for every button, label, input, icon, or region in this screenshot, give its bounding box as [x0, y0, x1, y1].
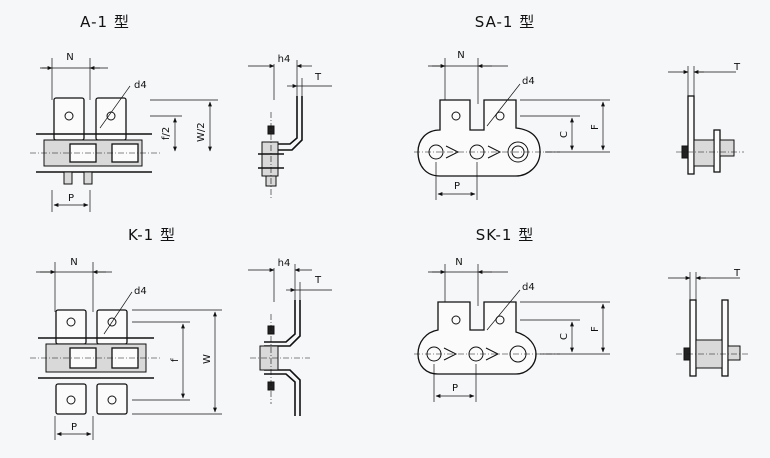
a1-label-n: N: [66, 52, 73, 63]
sk1-label-t: T: [733, 268, 741, 279]
k1-label-w: W: [202, 354, 213, 364]
a1-side-view: h4 T: [248, 54, 332, 200]
a1-label-f2: f/2: [161, 127, 172, 140]
sk1-front-view: N d4 C F P: [414, 257, 610, 402]
a1-label-p: P: [68, 193, 74, 204]
sa1-front-view: N d4 C F P: [414, 50, 610, 200]
k1-label-t: T: [314, 275, 322, 286]
k1-front-view: N d4 f W P: [30, 257, 222, 440]
a1-label-d4: d4: [134, 80, 147, 91]
k1-label-p: P: [71, 422, 77, 433]
sa1-label-c: C: [559, 131, 570, 138]
k1-side-view: h4 T: [248, 258, 332, 416]
title-k1: K-1 型: [128, 226, 176, 244]
k1-label-f: f: [170, 358, 181, 362]
sk1-label-p: P: [452, 383, 458, 394]
sk1-label-d4: d4: [522, 282, 535, 293]
sk1-label-f: F: [590, 326, 601, 332]
a1-label-t: T: [314, 72, 322, 83]
sa1-label-f: F: [590, 124, 601, 130]
a1-label-w2: W/2: [196, 122, 207, 142]
sa1-label-t: T: [733, 62, 741, 73]
k1-label-h4: h4: [278, 258, 291, 269]
title-sa1: SA-1 型: [475, 13, 535, 31]
sa1-side-view: T: [668, 62, 744, 175]
sk1-label-n: N: [455, 257, 462, 268]
a1-front-view: N d4 f/2 W/2 P: [30, 52, 218, 212]
sa1-label-d4: d4: [522, 76, 535, 87]
title-a1: A-1 型: [80, 13, 130, 31]
sk1-label-c: C: [559, 333, 570, 340]
title-sk1: SK-1 型: [476, 226, 535, 244]
k1-label-n: N: [70, 257, 77, 268]
sk1-side-view: T: [668, 268, 748, 377]
a1-label-h4: h4: [278, 54, 291, 65]
sa1-label-n: N: [457, 50, 464, 61]
k1-label-d4: d4: [134, 286, 147, 297]
sa1-label-p: P: [454, 181, 460, 192]
